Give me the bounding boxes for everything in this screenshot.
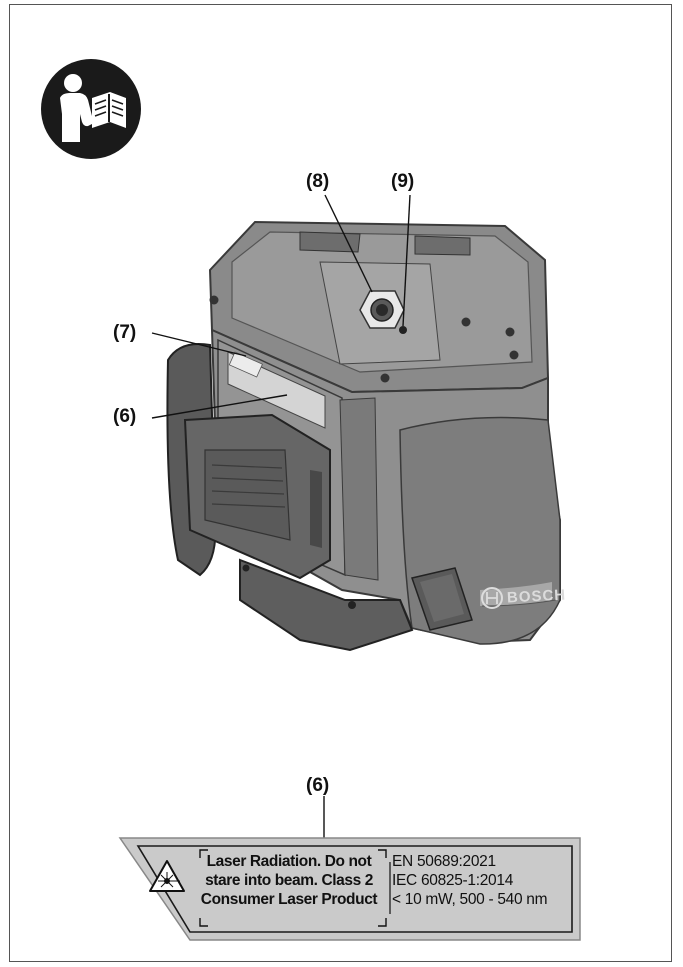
- callout-8: (8): [306, 171, 330, 192]
- standard-line-3: < 10 mW, 500 - 540 nm: [392, 891, 548, 908]
- callout-6-top: (6): [113, 406, 137, 427]
- warning-line-3: Consumer Laser Product: [200, 891, 378, 908]
- warning-line-2: stare into beam. Class 2: [205, 872, 373, 889]
- laser-label-plate: [118, 837, 581, 941]
- callout-9: (9): [391, 171, 415, 192]
- read-manual-icon: [41, 59, 141, 159]
- laser-standards-text: EN 50689:2021 IEC 60825-1:2014 < 10 mW, …: [392, 852, 548, 909]
- laser-warning-icon: [149, 860, 185, 892]
- laser-warning-text: Laser Radiation. Do not stare into beam.…: [198, 852, 380, 909]
- device-brand: BOSCH: [506, 586, 567, 607]
- warning-line-1: Laser Radiation. Do not: [206, 853, 372, 870]
- page-frame: [9, 4, 672, 962]
- callout-7: (7): [113, 322, 137, 343]
- standard-line-1: EN 50689:2021: [392, 853, 496, 870]
- callout-6-bottom: (6): [306, 775, 330, 796]
- standard-line-2: IEC 60825-1:2014: [392, 872, 514, 889]
